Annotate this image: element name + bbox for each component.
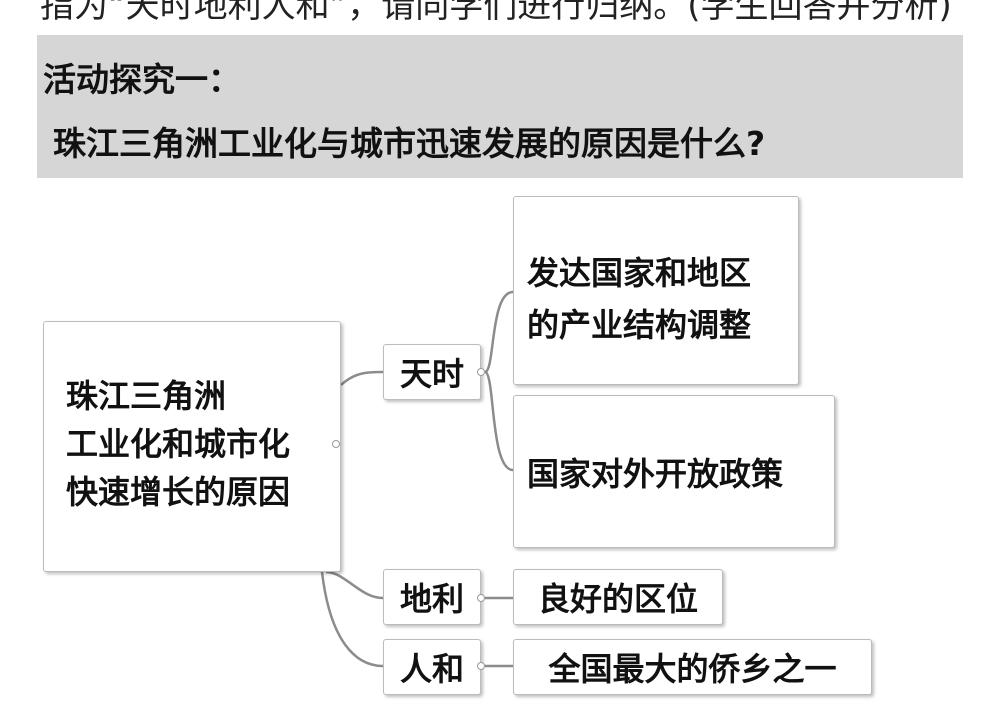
root-line: 工业化和城市化 [66, 425, 291, 463]
root-collapse-knob [332, 440, 340, 448]
branch-node-dili: 地利 [383, 569, 481, 625]
branch-collapse-knob [477, 662, 485, 670]
connector-root-renhe [320, 571, 384, 668]
branch-label: 天时 [399, 355, 464, 393]
leaf-line: 的产业结构调整 [527, 306, 752, 344]
branch-collapse-knob [477, 594, 485, 602]
root-line: 快速增长的原因 [66, 473, 291, 511]
leaf-label: 全国最大的侨乡之一 [548, 650, 837, 688]
connector-root-dili [325, 570, 384, 600]
branch-node-tianshi: 天时 [383, 344, 481, 400]
root-line: 珠江三角洲 [66, 377, 227, 415]
branch-collapse-knob [477, 368, 485, 376]
activity-question: 珠江三角洲工业化与城市迅速发展的原因是什么? [53, 124, 766, 163]
connector-tianshi-leaf2 [483, 370, 514, 472]
mindmap-root-node: 珠江三角洲 工业化和城市化 快速增长的原因 [43, 321, 341, 572]
branch-node-renhe: 人和 [383, 639, 481, 695]
connector-root-tianshi [340, 370, 384, 386]
activity-banner: 活动探究一： 珠江三角洲工业化与城市迅速发展的原因是什么? [37, 35, 963, 178]
branch-label: 地利 [399, 580, 464, 618]
leaf-node-overseas-chinese: 全国最大的侨乡之一 [513, 639, 872, 695]
leaf-node-opening-policy: 国家对外开放政策 [513, 395, 835, 548]
connector-tianshi-leaf1 [483, 290, 514, 374]
leaf-line: 发达国家和地区 [527, 254, 752, 292]
activity-title: 活动探究一： [43, 60, 241, 99]
leaf-node-location: 良好的区位 [513, 569, 723, 625]
intro-text: 指为“天时地利人和”，请同学们进行归纳。(学生回答并分析) [40, 0, 952, 26]
branch-label: 人和 [399, 650, 464, 688]
leaf-label: 良好的区位 [537, 580, 698, 618]
leaf-node-industry-adjustment: 发达国家和地区 的产业结构调整 [513, 196, 799, 385]
leaf-line: 国家对外开放政策 [527, 455, 784, 493]
